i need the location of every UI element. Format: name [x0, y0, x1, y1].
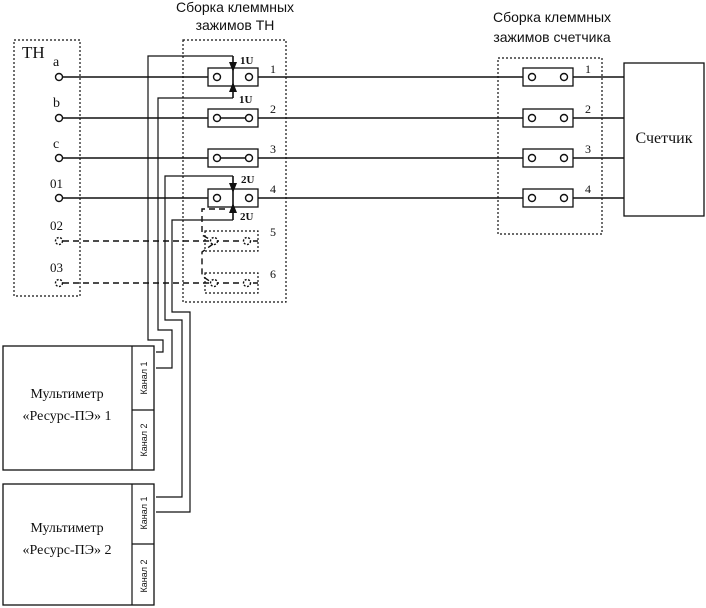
meter-clamp-number-2: 2 — [585, 102, 591, 116]
jumper-2u-to-5 — [201, 208, 225, 241]
marker-1u-bottom: 1U — [239, 94, 253, 106]
assembly-tn-title-line2: зажимов ТН — [196, 17, 275, 33]
tn-clamp-number-4: 4 — [270, 182, 276, 196]
tn-label: ТН — [22, 43, 45, 62]
tn-clamp-5 — [204, 230, 259, 252]
tn-clamp-number-1: 1 — [270, 62, 276, 76]
tn-terminal-03: 03 — [50, 260, 63, 275]
assembly-meter-title-line1: Сборка клеммных — [493, 9, 611, 25]
multimeter1-line1: Мультиметр — [30, 387, 103, 402]
tn-box — [13, 39, 81, 297]
meter-clamp-number-3: 3 — [585, 142, 591, 156]
marker-2u-arrows — [229, 176, 237, 220]
marker-1u-arrows — [229, 56, 237, 98]
tn-terminal-c-circle — [54, 153, 64, 163]
meter-clamp-4 — [522, 188, 574, 208]
assembly-tn-title-line1: Сборка клеммных — [176, 0, 294, 15]
meter-clamp-assembly-box — [497, 57, 603, 235]
multimeter1-line2: «Ресурс-ПЭ» 1 — [23, 409, 112, 424]
tn-terminal-a: a — [53, 55, 60, 70]
lead-m2-ch1-b — [156, 219, 233, 513]
multimeter1-box — [2, 345, 155, 471]
tn-clamp-number-5: 5 — [270, 225, 276, 239]
tn-clamp-number-6: 6 — [270, 267, 276, 281]
tn-clamp-number-2: 2 — [270, 102, 276, 116]
tn-terminal-a-circle — [54, 72, 64, 82]
tn-terminal-c: c — [53, 137, 59, 152]
multimeter1-channel2: Канал 2 — [139, 424, 149, 457]
marker-2u-bottom: 2U — [240, 211, 254, 223]
tn-clamp-2 — [207, 108, 259, 128]
tn-terminal-01-circle — [54, 193, 64, 203]
multimeter2-channel1: Канал 1 — [139, 497, 149, 530]
jumper-5-to-6 — [201, 243, 214, 283]
multimeter2-channel2: Канал 2 — [139, 560, 149, 593]
lead-m2-ch1-a — [156, 175, 233, 498]
tn-terminal-02-circle — [54, 236, 64, 246]
meter-clamp-3 — [522, 148, 574, 168]
assembly-meter-title-line2: зажимов счетчика — [493, 29, 611, 45]
tn-clamp-3 — [207, 148, 259, 168]
multimeter2-box — [2, 483, 155, 606]
tn-terminal-01: 01 — [50, 176, 63, 191]
meter-box — [623, 62, 705, 217]
multimeter1-channel1: Канал 1 — [139, 362, 149, 395]
lead-m1-ch1-a — [147, 55, 233, 353]
meter-clamp-1 — [522, 67, 574, 87]
multimeter2-line1: Мультиметр — [30, 521, 103, 536]
multimeter2-line2: «Ресурс-ПЭ» 2 — [23, 543, 112, 558]
meter-label: Счетчик — [636, 130, 693, 147]
lead-m1-ch1-b — [156, 97, 233, 369]
marker-1u-top: 1U — [240, 55, 254, 67]
tn-terminal-b-circle — [54, 113, 64, 123]
meter-clamp-number-1: 1 — [585, 62, 591, 76]
meter-clamp-2 — [522, 108, 574, 128]
tn-terminal-02: 02 — [50, 218, 63, 233]
tn-clamp-number-3: 3 — [270, 142, 276, 156]
meter-clamp-number-4: 4 — [585, 182, 591, 196]
tn-clamp-6 — [204, 272, 259, 294]
tn-terminal-b: b — [53, 96, 60, 111]
tn-clamp-assembly-box — [182, 39, 287, 303]
marker-2u-top: 2U — [241, 174, 255, 186]
tn-terminal-03-circle — [54, 278, 64, 288]
